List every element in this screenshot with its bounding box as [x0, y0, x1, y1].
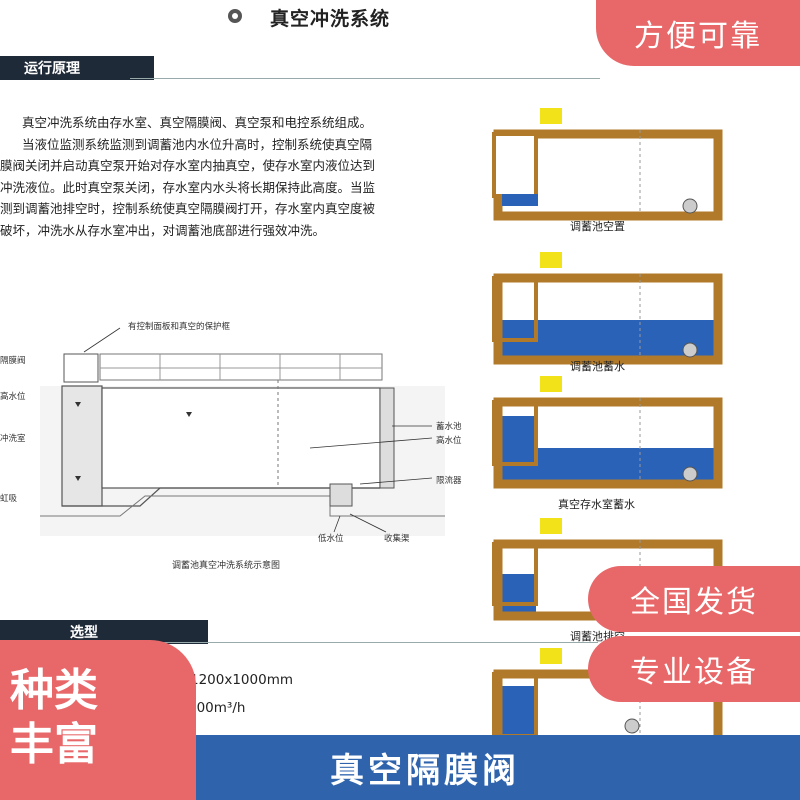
- label-protection-frame: 有控制面板和真空的保护框: [128, 322, 231, 332]
- stage-vacuum-drawing: [492, 376, 723, 489]
- label-storage-tank: 蓄水池: [436, 422, 462, 432]
- title-bullet-icon: [228, 9, 242, 23]
- section-divider: [130, 78, 600, 79]
- stage-caption: 调蓄池蓄水: [570, 360, 625, 373]
- section-divider: [138, 642, 598, 643]
- stage-empty: 调蓄池空置: [490, 106, 730, 238]
- paragraph-line: 冲洗液位。此时真空泵关闭，存水室内水头将长期保持此高度。当监: [0, 179, 376, 195]
- stage-filling: 调蓄池蓄水: [490, 250, 730, 382]
- variety-badge-text: 种类 丰富: [10, 664, 170, 772]
- label-collection-channel: 收集渠: [384, 534, 410, 544]
- stage-vacuum-storage: 真空存水室蓄水: [490, 374, 730, 514]
- label-low-water: 低水位: [318, 534, 344, 544]
- badge-professional-equipment: 专业设备: [588, 636, 800, 702]
- paragraph-line: 当液位监测系统监测到调蓄池内水位升高时，控制系统使真空隔: [22, 136, 373, 152]
- diagram-drawing: [40, 327, 445, 536]
- paragraph-line: 破坏，冲洗水从存水室冲出，对调蓄池底部进行强效冲洗。: [0, 222, 326, 238]
- paragraph-line: 膜阀关闭并启动真空泵开始对存水室内抽真空，使存水室内液位达到: [0, 158, 376, 173]
- paragraph-line: 真空冲洗系统由存水室、真空隔膜阀、真空泵和电控系统组成。: [22, 115, 373, 130]
- variety-line-1: 种类: [10, 665, 98, 716]
- label-flow-limiter: 限流器: [436, 476, 462, 486]
- badge-nationwide-shipping: 全国发货: [588, 566, 800, 632]
- label-flush-chamber: 冲洗室: [0, 434, 26, 444]
- badge-reliable: 方便可靠: [596, 0, 800, 66]
- label-high-water-left: 高水位: [0, 392, 26, 402]
- spec-flow: 100m³/h: [188, 700, 246, 716]
- page-title: 真空冲洗系统: [270, 8, 391, 30]
- stage-filling-drawing: [492, 252, 723, 365]
- variety-badge: [0, 640, 196, 800]
- flushing-system-diagram: 有控制面板和真空的保护框 隔膜阀 高水位 冲洗室 虹吸 蓄水池 高水位 限流器 …: [0, 316, 470, 578]
- stage-empty-drawing: [492, 108, 723, 221]
- diagram-caption: 调蓄池真空冲洗系统示意图: [172, 561, 281, 571]
- paragraph-line: 测到调蓄池排空时，控制系统使真空隔膜阀打开，存水室内真空度被: [0, 201, 376, 216]
- section-title-principle: 运行原理: [0, 56, 154, 80]
- spec-size: 1200x1000mm: [190, 672, 294, 688]
- variety-line-2: 丰富: [10, 719, 98, 770]
- product-name: 真空隔膜阀: [330, 751, 520, 791]
- principle-paragraph: 真空冲洗系统由存水室、真空隔膜阀、真空泵和电控系统组成。 当液位监测系统监测到调…: [0, 112, 490, 241]
- label-high-water-right: 高水位: [436, 436, 462, 446]
- stage-caption: 真空存水室蓄水: [558, 498, 635, 511]
- label-diaphragm-valve: 隔膜阀: [0, 356, 26, 366]
- label-siphon: 虹吸: [0, 494, 18, 504]
- stage-caption: 调蓄池空置: [570, 220, 625, 233]
